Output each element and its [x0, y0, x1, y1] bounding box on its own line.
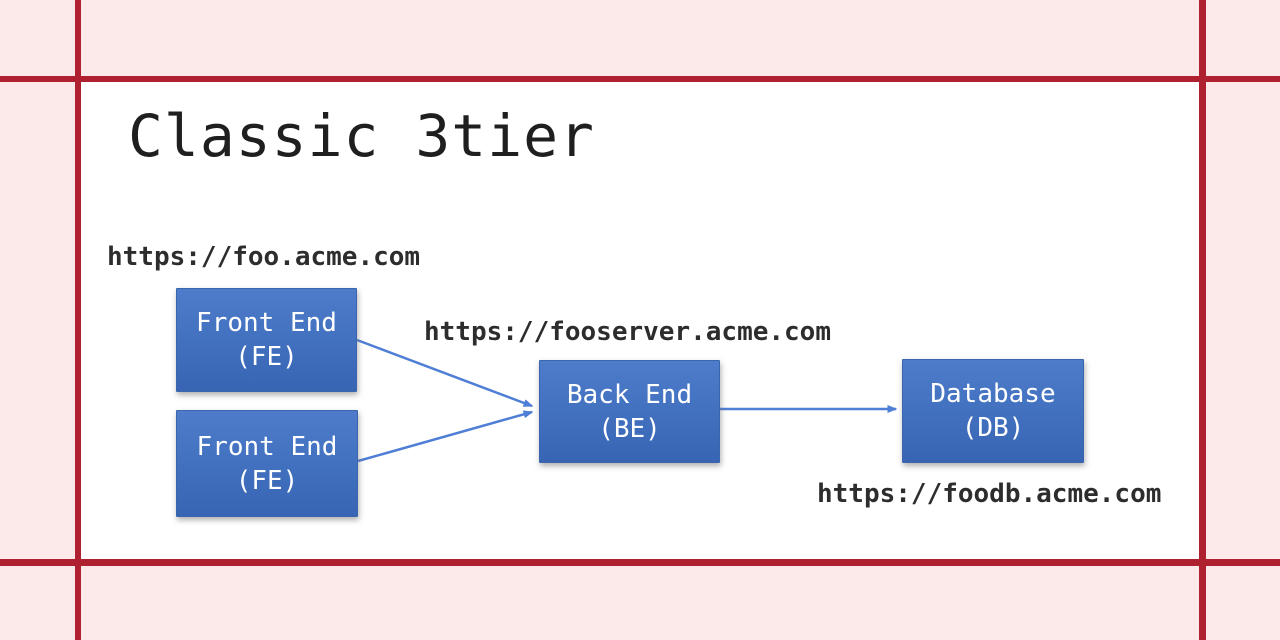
- node-frontend-1: Front End (FE): [176, 288, 357, 392]
- backend-url-label: https://fooserver.acme.com: [424, 317, 831, 347]
- node-frontend-2-label-line2: (FE): [235, 465, 299, 496]
- frontend-url-label: https://foo.acme.com: [107, 242, 421, 272]
- diagram-title: Classic 3tier: [128, 102, 595, 170]
- frame-line-bottom: [0, 559, 1280, 566]
- node-frontend-2: Front End (FE): [176, 410, 358, 517]
- node-backend-label-line2: (BE): [598, 413, 661, 444]
- node-database-label-line2: (DB): [961, 413, 1025, 443]
- node-frontend-2-label-line1: Front End: [196, 431, 338, 462]
- node-database: Database (DB): [902, 359, 1084, 463]
- node-database-label-line1: Database: [930, 379, 1056, 409]
- node-frontend-1-label-line2: (FE): [235, 342, 298, 372]
- frame-line-right: [1199, 0, 1206, 640]
- database-url-label: https://foodb.acme.com: [817, 479, 1162, 509]
- frame-line-left: [75, 0, 81, 640]
- node-frontend-1-label-line1: Front End: [196, 308, 337, 338]
- node-backend-label-line1: Back End: [566, 379, 693, 410]
- node-backend: Back End (BE): [539, 360, 720, 463]
- frame-line-top: [0, 76, 1280, 82]
